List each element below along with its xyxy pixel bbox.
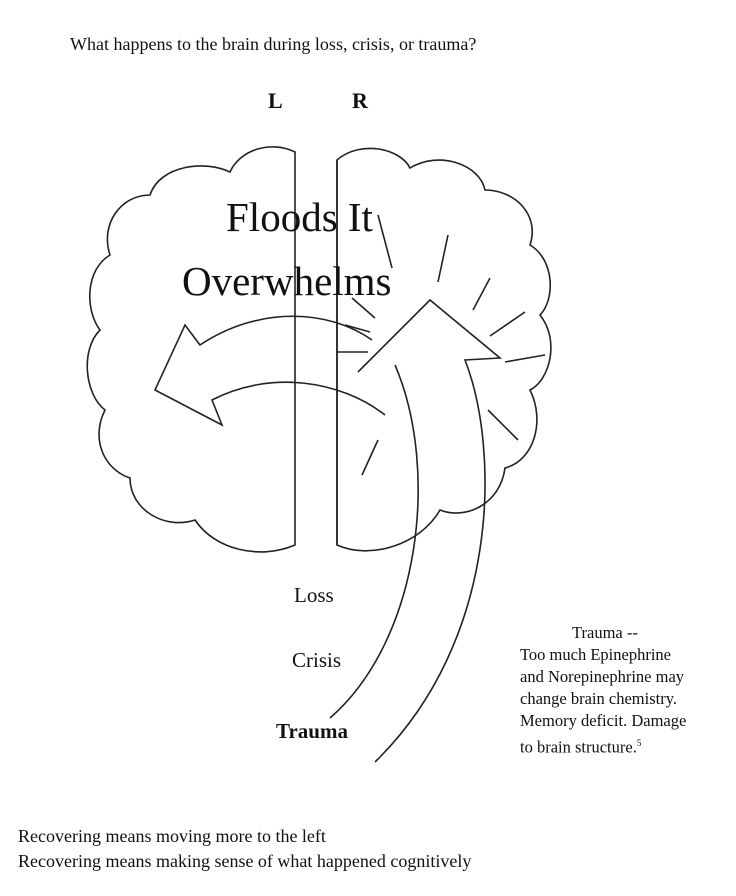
footnote-ref: 5	[636, 738, 642, 748]
brain-text-floods: Floods It	[226, 194, 373, 240]
note-line: Too much Epinephrine	[520, 645, 671, 664]
note-heading: Trauma --	[572, 623, 638, 642]
trauma-note: Trauma -- Too much Epinephrine and Norep…	[520, 622, 686, 759]
note-line: change brain chemistry.	[520, 689, 677, 708]
note-line: to brain structure.	[520, 737, 637, 757]
page-title: What happens to the brain during loss, c…	[70, 34, 477, 54]
up-arrow	[329, 298, 503, 763]
brain-text-overwhelms: Overwhelms	[182, 258, 392, 304]
footer-line: Recovering means making sense of what ha…	[18, 851, 472, 871]
left-hemisphere-label: L	[268, 88, 283, 113]
left-arrow	[153, 315, 386, 427]
stressor-loss: Loss	[294, 583, 334, 607]
right-hemisphere-outline	[336, 147, 552, 552]
left-hemisphere-outline	[86, 146, 296, 553]
right-hemisphere-label: R	[352, 88, 368, 113]
burst-lines	[344, 214, 546, 476]
stressor-trauma: Trauma	[276, 719, 348, 743]
note-line: Memory deficit. Damage	[520, 711, 687, 730]
footer-line: Recovering means moving more to the left	[18, 826, 326, 846]
note-line: and Norepinephrine may	[520, 667, 685, 686]
stressor-crisis: Crisis	[292, 648, 342, 672]
